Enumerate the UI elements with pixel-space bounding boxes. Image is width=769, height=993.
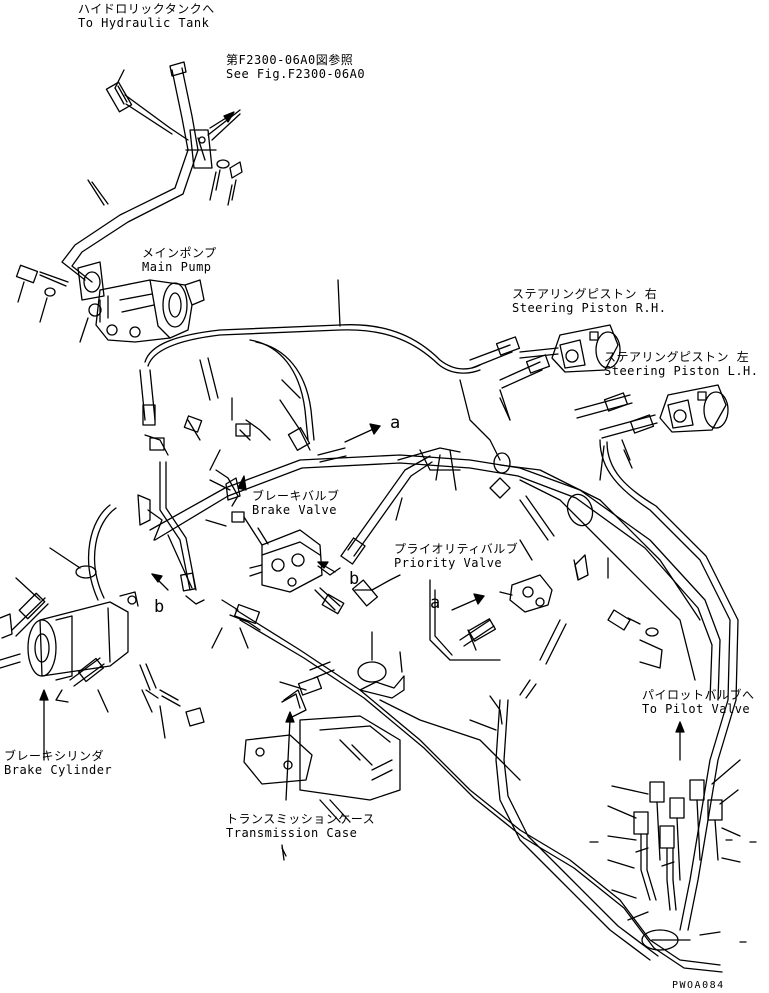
pipe-clamps [357, 452, 691, 951]
label-main-pump-en: Main Pump [142, 260, 212, 274]
label-main-pump: メインポンプ Main Pump [142, 246, 217, 274]
leader-lines [15, 171, 741, 936]
steering-piston-lh [659, 384, 729, 433]
label-brake-valve-jp: ブレーキバルブ [252, 489, 340, 503]
label-steering-lh-jp: ステアリングピストン 左 [604, 350, 750, 364]
label-steering-rh-jp: ステアリングピストン 右 [512, 287, 658, 301]
label-brake-cylinder-en: Brake Cylinder [4, 763, 113, 777]
label-priority-valve-en: Priority Valve [394, 556, 503, 570]
priority-valve [459, 574, 553, 647]
label-priority-valve-jp: プライオリティバルブ [394, 542, 519, 556]
pipe-clamp-bracket [185, 109, 241, 169]
label-steering-rh-en: Steering Piston R.H. [512, 301, 667, 315]
leader-line [114, 69, 125, 89]
main-pump [15, 261, 205, 343]
label-brake-cylinder: ブレーキシリンダ Brake Cylinder [4, 749, 112, 777]
tank-return-pipe [61, 61, 199, 283]
main-hydraulic-lines [144, 279, 481, 374]
label-see-fig-jp: 第F2300-06A0図参照 [226, 53, 354, 67]
pipe-bundle [149, 454, 721, 701]
label-brake-valve-en: Brake Valve [252, 503, 337, 517]
label-transmission-case: トランスミッションケース Transmission Case [226, 812, 375, 840]
callout-b-center: b [349, 569, 360, 589]
label-pilot-valve-en: To Pilot Valve [642, 702, 751, 716]
drawing-code: PWOA084 [672, 980, 725, 991]
direction-arrows [39, 111, 685, 861]
label-pilot-valve: パイロットバルブへ To Pilot Valve [642, 688, 755, 716]
label-brake-valve: ブレーキバルブ Brake Valve [252, 489, 340, 517]
transmission-case [139, 663, 401, 823]
leader-line [91, 181, 109, 205]
pilot-valve-hoses [633, 779, 723, 911]
callout-a-upper: a [390, 413, 401, 433]
center-hoses [137, 339, 347, 592]
washer-and-nut [215, 159, 243, 201]
label-see-fig-en: See Fig.F2300-06A0 [226, 67, 366, 81]
label-steering-lh-en: Steering Piston L.H. [604, 364, 759, 378]
fittings [185, 477, 589, 725]
brake-valve [225, 477, 345, 615]
label-hydraulic-tank: ハイドロリックタンクへ To Hydraulic Tank [78, 2, 215, 30]
label-hydraulic-tank-en: To Hydraulic Tank [78, 16, 210, 30]
label-transmission-case-jp: トランスミッションケース [226, 812, 376, 826]
steering-piston-rh [519, 324, 621, 373]
brake-lines [221, 447, 461, 631]
label-main-pump-jp: メインポンプ [142, 246, 217, 260]
label-brake-cylinder-jp: ブレーキシリンダ [4, 749, 105, 763]
label-priority-valve: プライオリティバルブ Priority Valve [394, 542, 518, 570]
steering-hoses [459, 336, 658, 481]
label-steering-rh: ステアリングピストン 右 Steering Piston R.H. [512, 287, 667, 315]
callout-a-lower: a [430, 593, 441, 613]
label-transmission-case-en: Transmission Case [226, 826, 358, 840]
label-steering-lh: ステアリングピストン 左 Steering Piston L.H. [604, 350, 759, 378]
bolt-and-washer [607, 609, 663, 669]
label-pilot-valve-jp: パイロットバルブへ [642, 688, 755, 702]
label-hydraulic-tank-jp: ハイドロリックタンクへ [78, 2, 215, 16]
lines-to-pilot-valve [235, 439, 739, 973]
brake-cylinder [0, 504, 139, 703]
callout-b-left: b [154, 597, 165, 617]
dash-marks [589, 839, 757, 943]
label-see-fig: 第F2300-06A0図参照 See Fig.F2300-06A0 [226, 53, 365, 81]
